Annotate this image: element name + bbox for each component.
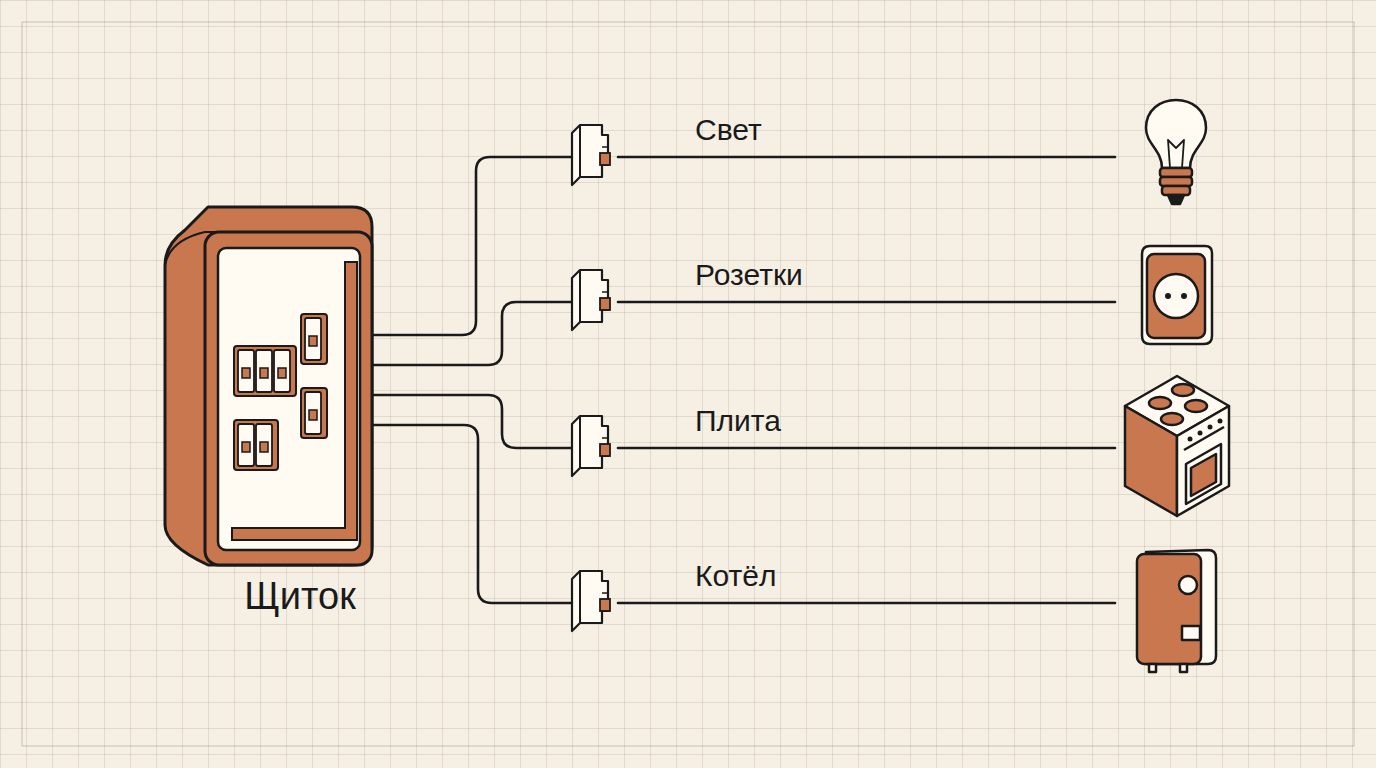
circuit-label: Свет (691, 113, 766, 147)
circuit-label: Розетки (691, 258, 807, 292)
wires (372, 157, 1115, 603)
panel-box: Щиток (160, 200, 440, 640)
circuit-label: Плита (691, 404, 785, 438)
panel-label: Щиток (160, 575, 440, 618)
circuit-label: Котёл (691, 559, 780, 593)
panel-illustration (160, 200, 440, 580)
bulb-icon (1146, 100, 1206, 204)
boiler-icon (1137, 550, 1216, 672)
socket-icon (1142, 246, 1212, 344)
breakers (572, 125, 610, 631)
stove-icon (1125, 376, 1229, 516)
